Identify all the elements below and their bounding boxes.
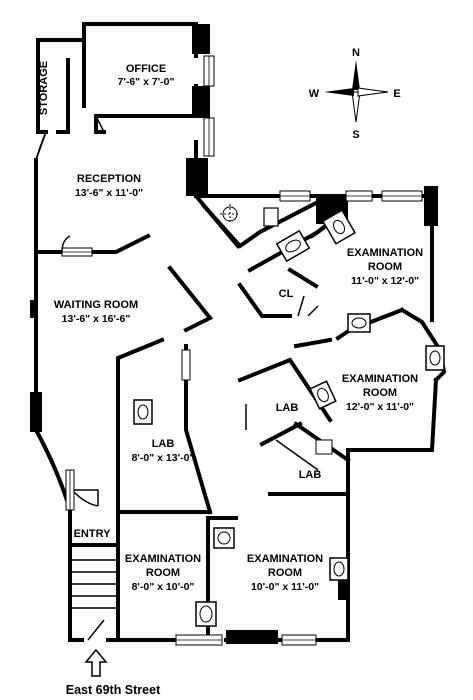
room-exam4-name: EXAMINATION	[247, 553, 323, 565]
room-lab-small-name: LAB	[276, 402, 299, 414]
room-lab-lower-name: LAB	[299, 469, 322, 481]
toilet-icon	[220, 204, 279, 227]
compass-east: E	[393, 88, 400, 100]
sink-icon	[321, 209, 357, 245]
street-label: East 69th Street	[66, 683, 161, 697]
sink-icon	[195, 601, 217, 627]
room-office-name: OFFICE	[126, 63, 166, 75]
room-exam3-name-2: ROOM	[146, 567, 180, 579]
room-exam3-dims: 8'-0" x 10'-0"	[132, 581, 195, 593]
room-closet-name: CL	[279, 288, 294, 300]
room-office-dims: 7'-6" x 7'-0"	[118, 76, 175, 88]
wall-masses	[30, 24, 438, 644]
windows	[61, 55, 423, 646]
room-exam1-name: EXAMINATION	[347, 247, 423, 259]
compass: N S E W	[309, 47, 401, 141]
sink-icon	[275, 229, 311, 263]
room-lab-main-dims: 8'-0" x 13'-0"	[132, 452, 195, 464]
sink-icon	[309, 380, 337, 410]
walls	[33, 22, 447, 642]
doors	[35, 115, 105, 253]
sink-icon	[213, 527, 235, 549]
sink-icon	[133, 399, 153, 425]
sink-icon	[425, 345, 445, 371]
room-lab-main-name: LAB	[152, 438, 175, 450]
street-arrow-icon	[84, 648, 108, 677]
room-exam1-dims: 11'-0" x 12'-0"	[351, 275, 419, 287]
sink-icon	[347, 313, 371, 333]
room-exam2-name-2: ROOM	[363, 387, 397, 399]
sink-icon	[329, 557, 349, 581]
room-labels: STORAGE OFFICE 7'-6" x 7'-0" RECEPTION 1…	[38, 61, 423, 697]
compass-north: N	[352, 47, 360, 59]
room-reception-dims: 13'-6" x 11'-0"	[75, 187, 143, 199]
room-entry-name: ENTRY	[74, 528, 112, 540]
room-reception-name: RECEPTION	[77, 173, 141, 185]
room-waiting-name: WAITING ROOM	[54, 299, 138, 311]
room-storage-name: STORAGE	[38, 61, 50, 115]
room-exam4-dims: 10'-0" x 11'-0"	[251, 581, 319, 593]
compass-west: W	[309, 88, 320, 100]
room-exam2-name: EXAMINATION	[342, 373, 418, 385]
fixtures	[133, 204, 445, 627]
room-exam2-dims: 12'-0" x 11'-0"	[346, 401, 414, 413]
room-exam1-name-2: ROOM	[368, 261, 402, 273]
room-exam4-name-2: ROOM	[268, 567, 302, 579]
compass-south: S	[352, 129, 359, 141]
room-exam3-name: EXAMINATION	[125, 553, 201, 565]
room-waiting-dims: 13'-6" x 16'-6"	[62, 313, 131, 325]
